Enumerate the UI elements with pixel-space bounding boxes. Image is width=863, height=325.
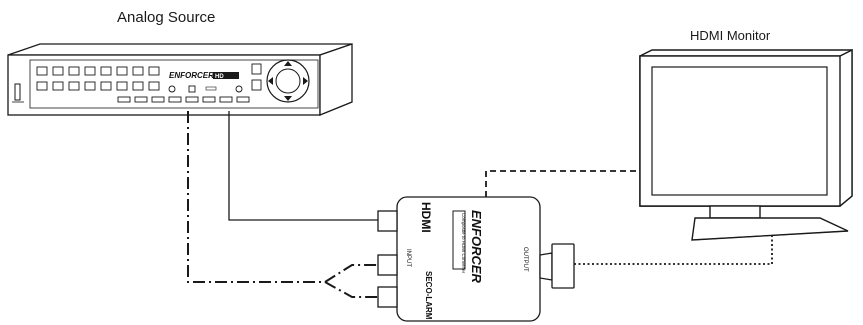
dvr-model-text: HD [215, 74, 224, 80]
analog-source-label: Analog Source [117, 9, 216, 26]
converter-hdmi-logo: HDMI [419, 202, 433, 233]
channel-buttons-row-2 [36, 81, 160, 91]
converter-maker-text: SECO-LARM [424, 271, 433, 320]
dashed-cable-to-monitor [485, 170, 640, 197]
rca-input-connector-2 [377, 254, 398, 276]
monitor-screen [651, 66, 828, 196]
converter-input-label: INPUT [405, 249, 411, 267]
converter-product-label-box [452, 210, 466, 270]
solid-video-cable [228, 111, 378, 221]
channel-buttons-row-1 [36, 66, 160, 76]
hdmi-monitor [639, 48, 853, 241]
converter-output-label: OUTPUT [522, 247, 528, 272]
dvr-front-panel [29, 59, 319, 109]
dvr-brand-text: ENFORCER [169, 71, 214, 80]
hdmi-plug-icon [539, 243, 575, 289]
rca-input-connector-3 [377, 286, 398, 308]
side-buttons [251, 63, 262, 91]
converter-brand-text: ENFORCER [469, 210, 484, 284]
hdmi-dotted-cable [574, 231, 773, 265]
dash-dot-audio-cable [187, 111, 378, 283]
dvr-top-face [7, 43, 353, 56]
converter-body [396, 196, 541, 322]
converter-box [377, 196, 541, 322]
monitor-neck [709, 205, 761, 219]
rca-input-connector-1 [377, 210, 398, 232]
dvr-model-badge: HD [213, 72, 239, 80]
dvr-front-face [7, 54, 321, 116]
navigation-dial-icon [266, 59, 310, 103]
usb-port-icon [14, 83, 21, 101]
converter-product-text: Composite to HDMI Converter [461, 213, 466, 274]
hdmi-monitor-label: HDMI Monitor [690, 28, 771, 43]
dvr-side-face [319, 43, 353, 116]
status-led-icons [168, 85, 243, 93]
monitor-stand-base [691, 217, 849, 241]
function-buttons [117, 96, 250, 103]
dash-dot-audio-cable-branch [324, 281, 378, 298]
dvr-unit [7, 43, 353, 116]
